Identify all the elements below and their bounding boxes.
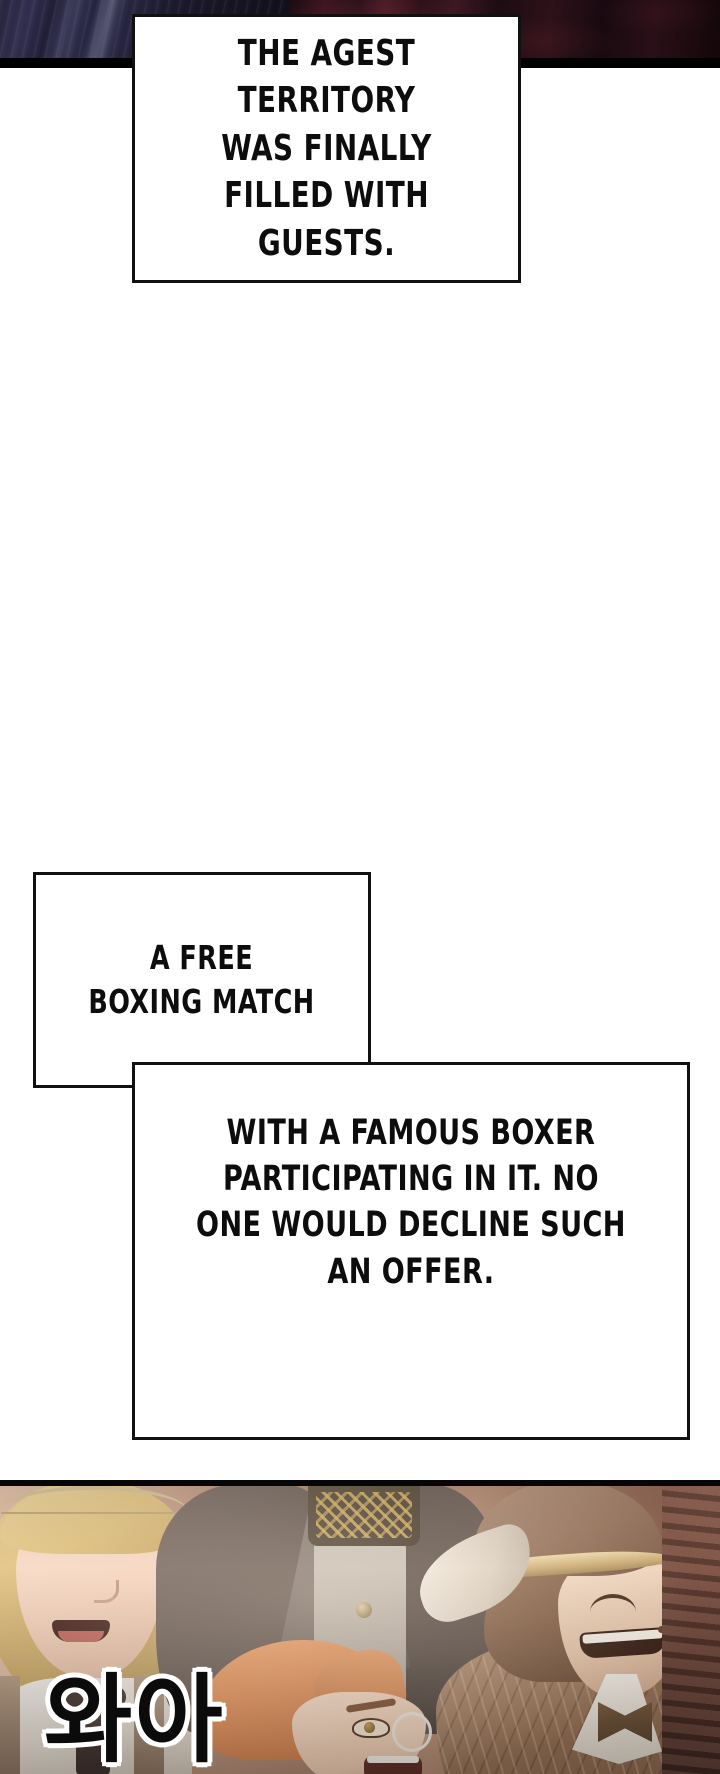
- blonde-coat-trim-left: [0, 1676, 20, 1774]
- caption-lower-text-wrap: WITH A FAMOUS BOXER PARTICIPATING IN IT.…: [132, 1062, 690, 1440]
- blonde-coat-trim-right: [134, 1676, 164, 1774]
- caption-seam-patch: [135, 1065, 368, 1087]
- caption-text-narration-1: THE AGEST TERRITORY WAS FINALLY FILLED W…: [221, 32, 432, 264]
- blonde-smiling-mouth: [52, 1620, 110, 1642]
- monocle-icon: [392, 1712, 432, 1752]
- panel-top-border: [0, 1480, 720, 1486]
- character-orange-haired-man: [196, 1640, 432, 1774]
- blonde-neck-ribbon: [60, 1686, 126, 1774]
- caption-text-narration-2-upper: A FREE BOXING MATCH: [88, 938, 316, 1021]
- panel-vignette: [0, 1480, 720, 1774]
- caption-text-narration-2-lower: WITH A FAMOUS BOXER PARTICIPATING IN IT.…: [196, 1113, 626, 1292]
- closed-eye: [590, 1594, 636, 1612]
- caption-upper-text-wrap: A FREE BOXING MATCH: [33, 872, 371, 1088]
- caption-box-narration-2-step: A FREE BOXING MATCH WITH A FAMOUS BOXER …: [0, 860, 720, 1460]
- right-drapery: [662, 1480, 720, 1774]
- vest-button-1: [356, 1602, 372, 1618]
- caption-box-upper-section: [33, 872, 371, 1088]
- caption-box-narration-1: THE AGEST TERRITORY WAS FINALLY FILLED W…: [132, 14, 521, 283]
- caption-box-lower-section: [132, 1062, 690, 1440]
- face-mole: [658, 1626, 665, 1633]
- sound-effect-text: 와아: [44, 1664, 225, 1774]
- orange-grinning-mouth: [364, 1756, 422, 1774]
- embroidered-cravat: [308, 1484, 420, 1546]
- orange-eye: [352, 1718, 390, 1738]
- blonde-head-circlet: [0, 1486, 188, 1512]
- blonde-nose: [94, 1580, 119, 1603]
- bottom-art-panel: [0, 1480, 720, 1774]
